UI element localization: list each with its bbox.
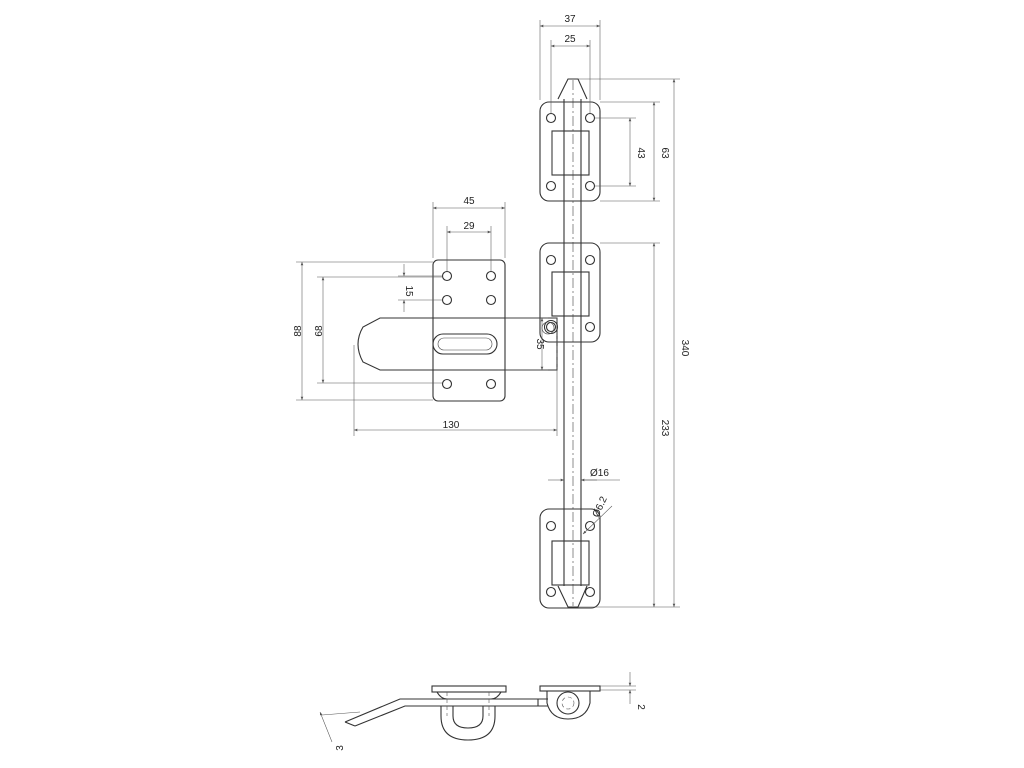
dim-3: 3 bbox=[335, 745, 346, 751]
dim-35: 35 bbox=[534, 338, 545, 350]
bottom-guide-plate bbox=[539, 508, 601, 609]
dim-hole-diameter: Ø6.2 bbox=[591, 495, 610, 520]
dim-340: 340 bbox=[679, 340, 690, 357]
dim-68: 68 bbox=[314, 325, 325, 337]
hasp-plate bbox=[432, 259, 506, 402]
dim-45: 45 bbox=[463, 196, 475, 207]
dimension-labels: 37 25 43 63 340 233 Ø16 Ø6.2 45 29 15 88… bbox=[293, 14, 690, 751]
dim-37: 37 bbox=[564, 14, 576, 25]
middle-guide-plate bbox=[539, 242, 601, 343]
front-view bbox=[357, 78, 601, 609]
dim-63: 63 bbox=[659, 147, 670, 159]
dim-15: 15 bbox=[403, 285, 414, 297]
dim-43: 43 bbox=[635, 147, 646, 159]
locking-rod bbox=[557, 78, 588, 608]
dim-25: 25 bbox=[564, 34, 576, 45]
hasp-arm bbox=[357, 317, 558, 371]
side-view bbox=[344, 685, 601, 741]
dim-233: 233 bbox=[659, 420, 670, 437]
dim-130: 130 bbox=[443, 420, 460, 431]
dim-88: 88 bbox=[293, 325, 304, 337]
dim-rod-diameter: Ø16 bbox=[590, 468, 609, 479]
dimension-lines bbox=[296, 20, 680, 743]
dim-29: 29 bbox=[463, 221, 475, 232]
top-guide-plate bbox=[539, 101, 601, 202]
dim-2: 2 bbox=[635, 704, 646, 710]
